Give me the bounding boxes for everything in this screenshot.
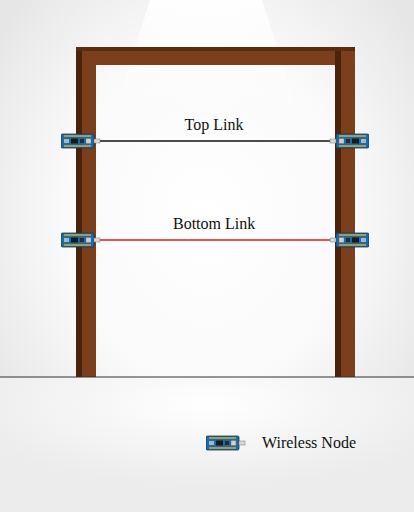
frame-right-post [335, 47, 355, 377]
wireless-node [61, 134, 100, 148]
frame-beam [76, 47, 355, 65]
legend-text: Wireless Node [262, 434, 356, 452]
link-label: Top Link [185, 116, 244, 134]
wireless-node [330, 134, 369, 148]
ground-line [0, 376, 414, 377]
wireless-node [61, 233, 100, 247]
link-label: Bottom Link [173, 215, 255, 233]
frame-shade [335, 47, 341, 377]
bottom-link-line [98, 239, 331, 241]
top-link-line [98, 140, 331, 141]
floor [0, 377, 414, 512]
frame-left-post [76, 47, 96, 377]
legend-node-sample [206, 436, 245, 450]
frame-shade [76, 47, 82, 377]
wireless-node [330, 233, 369, 247]
frame-shade [76, 47, 355, 51]
door-frame [76, 47, 355, 377]
